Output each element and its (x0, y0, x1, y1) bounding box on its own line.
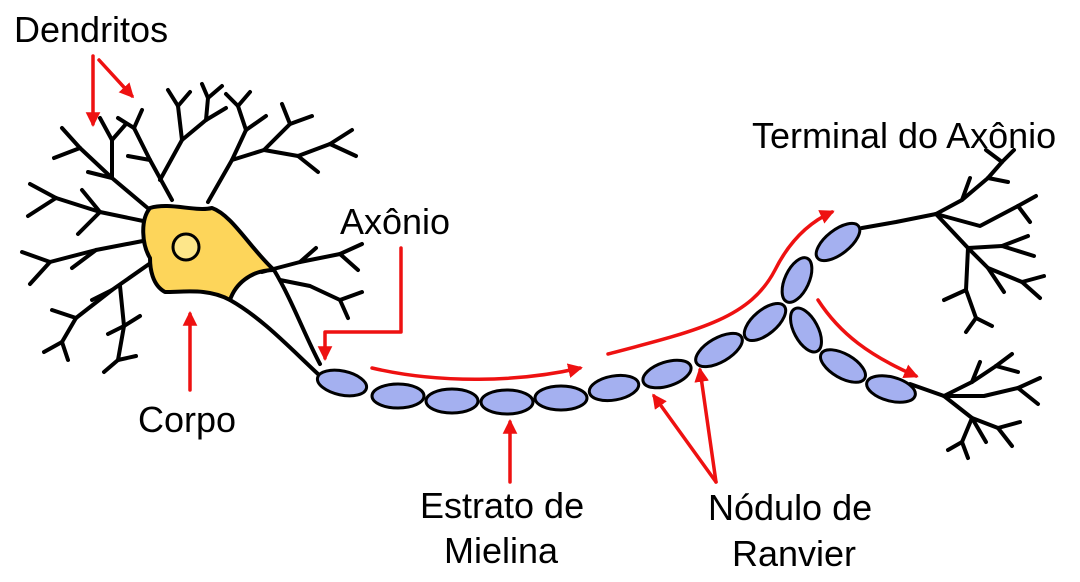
myelin-segment (814, 221, 862, 263)
arrow-nodulo-2 (694, 367, 718, 484)
label-nodulo-line2: Ranvier (732, 533, 856, 574)
myelin-segment (479, 388, 535, 416)
label-nodulo-line1: Nódulo de (708, 487, 872, 528)
cell-body (141, 204, 276, 302)
label-axonio: Axônio (340, 201, 450, 242)
arrow-nodulo-1 (652, 393, 718, 484)
label-estrato-line1: Estrato de (420, 485, 584, 526)
myelin-segment (819, 348, 867, 384)
myelin-segment (424, 387, 480, 415)
arrow-axonio (317, 246, 403, 361)
nucleus (171, 232, 201, 262)
myelin-segment (533, 384, 589, 412)
arrow-dendritos-diagonal (97, 58, 134, 99)
myelin-segment (780, 256, 814, 304)
label-dendritos: Dendritos (14, 9, 168, 50)
axon-shaft (228, 212, 946, 398)
myelin-segment (641, 358, 693, 390)
arrows (85, 54, 919, 484)
myelin-segment (742, 301, 788, 343)
myelin-segment (315, 368, 369, 398)
myelin-segment (370, 382, 426, 410)
label-terminal-do-axonio: Terminal do Axônio (752, 115, 1056, 156)
axon-terminal-lower (942, 352, 1042, 460)
myelin-segment (694, 331, 744, 369)
dendrites (20, 82, 364, 374)
label-corpo: Corpo (138, 399, 236, 440)
arrow-signal-1 (370, 363, 583, 381)
myelin-sheath (315, 221, 917, 416)
arrow-signal-3 (816, 298, 919, 379)
myelin-segment (587, 373, 641, 403)
arrow-signal-2 (606, 210, 835, 356)
myelin-segment (789, 306, 823, 354)
myelin-segment (865, 374, 917, 404)
axon-terminal-upper (934, 148, 1046, 334)
label-estrato-line2: Mielina (444, 530, 559, 571)
